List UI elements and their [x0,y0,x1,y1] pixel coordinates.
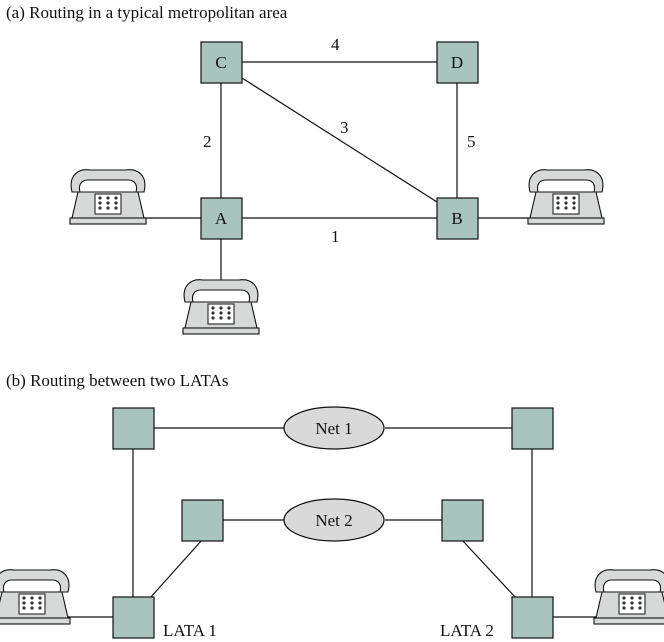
net2-label: Net 2 [315,511,352,530]
edge-label-ab: 1 [331,227,340,246]
edge-label-bd: 5 [467,132,476,151]
lata1-switch [112,596,155,639]
net1-cloud [283,406,385,450]
switch-node [181,499,224,542]
telephone-icon [593,569,664,625]
edge-label-cb: 3 [340,118,349,137]
node-d-label: D [451,53,463,72]
node-d [436,41,479,84]
telephone-icon [527,169,605,225]
line-sw3-lata1 [149,539,203,599]
caption-b: (b) Routing between two LATAs [6,371,228,390]
line-sw4-lata2 [461,539,517,599]
node-c [200,41,243,84]
net1-label: Net 1 [315,419,352,438]
node-b-label: B [451,209,462,228]
lata2-label: LATA 2 [440,621,494,640]
node-c-label: C [215,53,226,72]
node-a [200,197,243,240]
net2-cloud [283,498,385,542]
node-b [436,197,479,240]
telephone-icon [69,169,147,225]
edge-label-cd: 4 [331,35,340,54]
edge-c-b [241,77,438,203]
caption-a: (a) Routing in a typical metropolitan ar… [6,3,288,22]
lata2-switch [511,596,554,639]
node-a-label: A [215,209,228,228]
switch-node [112,407,155,450]
telephone-icon [182,279,260,335]
telephone-icon [0,569,71,625]
lata1-label: LATA 1 [163,621,217,640]
switch-node [511,407,554,450]
edge-label-ac: 2 [203,132,212,151]
switch-node [441,499,484,542]
